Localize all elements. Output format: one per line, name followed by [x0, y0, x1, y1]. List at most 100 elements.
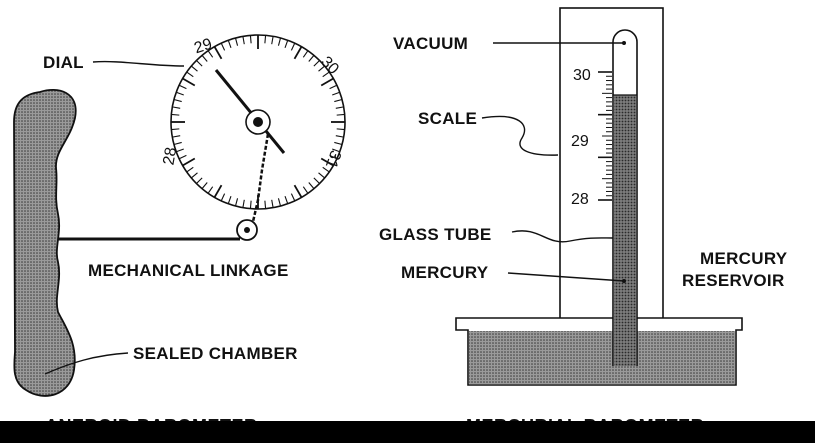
dial-tick: [172, 135, 181, 138]
dial-tick: [313, 177, 320, 184]
dial-tick: [178, 154, 187, 160]
dial-tick: [293, 46, 303, 60]
leader-mercury: [507, 272, 625, 282]
label-glass-tube: GLASS TUBE: [379, 225, 492, 244]
leader-mercury-dot: [622, 279, 626, 283]
dial-tick: [293, 184, 303, 198]
linkage-chain: [250, 133, 270, 227]
dial-tick: [191, 172, 198, 179]
dial-tick: [186, 71, 194, 78]
reservoir-mercury: [469, 331, 735, 384]
dial-tick-29: 29: [192, 36, 214, 58]
label-mercury-reservoir-line2: RESERVOIR: [682, 271, 785, 290]
dial-tick: [332, 148, 340, 153]
dial-tick: [182, 77, 196, 87]
dial-needle: [214, 69, 286, 154]
dial-tick: [176, 91, 184, 96]
dial-tick: [264, 35, 267, 44]
dial-tick-28: 28: [160, 146, 180, 167]
dial-tick: [332, 91, 340, 96]
label-vacuum: VACUUM: [393, 34, 468, 53]
scale-tick-29: 29: [571, 133, 589, 150]
dial-tick: [213, 184, 223, 198]
dial-tick-marks: [171, 35, 345, 209]
label-sealed-chamber: SEALED CHAMBER: [133, 344, 298, 363]
dial-tick: [335, 106, 344, 109]
label-mercury-reservoir-line1: MERCURY: [700, 249, 788, 268]
dial-tick: [264, 200, 267, 209]
dial-tick: [334, 98, 343, 103]
dial-tick: [322, 166, 330, 173]
scale-tick-30: 30: [573, 67, 591, 84]
dial-tick: [201, 55, 208, 62]
label-scale: SCALE: [418, 109, 477, 128]
mercury-column: [614, 95, 636, 366]
dial-tick: [234, 198, 239, 207]
dial-tick: [220, 193, 226, 202]
dial-tick: [277, 37, 282, 46]
dial-tick: [308, 55, 315, 62]
dial-tick: [234, 37, 239, 46]
leader-scale: [481, 115, 559, 156]
dial-tick: [220, 42, 226, 51]
dial-tick: [213, 46, 223, 60]
dial-tick: [284, 196, 289, 204]
dial-tick: [196, 60, 203, 67]
dial-tick: [173, 141, 182, 146]
scale-tick-marks: [598, 71, 612, 201]
mercurial-barometer: 30 29 28 VACUUM SCALE GLASS TUBE MERCURY…: [379, 7, 788, 436]
dial-tick: [335, 135, 344, 138]
dial-tick-31: 31: [322, 148, 344, 171]
dial-tick: [336, 128, 345, 131]
dial-tick: [318, 172, 325, 179]
dial-tick: [201, 182, 208, 189]
dial-tick: [320, 77, 334, 87]
dial-tick: [172, 106, 181, 109]
dial-tick: [242, 36, 245, 45]
scale-tick-28: 28: [571, 191, 589, 208]
scale-board: [559, 7, 664, 321]
dial-tick: [320, 157, 334, 167]
leader-sealed-chamber: [44, 352, 129, 375]
dial-tick: [334, 141, 343, 146]
dial-tick: [196, 177, 203, 184]
dial-tick: [182, 157, 196, 167]
leader-glass-tube: [511, 230, 614, 243]
dial-tick: [249, 200, 252, 209]
dial-tick: [191, 65, 198, 72]
dial-tick: [249, 35, 252, 44]
dial-tick: [271, 36, 274, 45]
dial-tick: [318, 65, 325, 72]
dial-hub-center: [253, 117, 263, 127]
label-dial: DIAL: [43, 53, 84, 72]
dial-tick: [242, 199, 245, 208]
dial-tick: [277, 198, 282, 207]
label-mechanical-linkage: MECHANICAL LINKAGE: [88, 261, 289, 280]
dial-tick: [171, 128, 180, 131]
dial-tick: [207, 186, 214, 194]
linkage-pivot-center: [244, 227, 250, 233]
dial-tick: [284, 40, 289, 48]
dial-tick: [302, 50, 309, 58]
dial-tick: [207, 50, 214, 58]
dial-tick: [322, 71, 330, 78]
dial-tick: [308, 182, 315, 189]
dial-tick: [178, 84, 187, 90]
dial-tick: [227, 40, 232, 48]
dial-tick: [336, 113, 345, 116]
leader-dial: [92, 60, 185, 67]
dial-tick: [329, 84, 338, 90]
dial-tick: [290, 42, 296, 51]
aneroid-barometer: 29 30 28 31 DIAL MECHANICAL LINKAGE SEAL…: [13, 34, 346, 436]
dial-tick: [271, 199, 274, 208]
dial-tick: [329, 154, 338, 160]
bottom-black-bar: [0, 421, 815, 443]
leader-vacuum-dot: [622, 41, 626, 45]
dial-tick: [290, 193, 296, 202]
dial-tick: [227, 196, 232, 204]
dial-tick: [186, 166, 194, 173]
dial-tick: [176, 148, 184, 153]
dial-tick: [171, 113, 180, 116]
